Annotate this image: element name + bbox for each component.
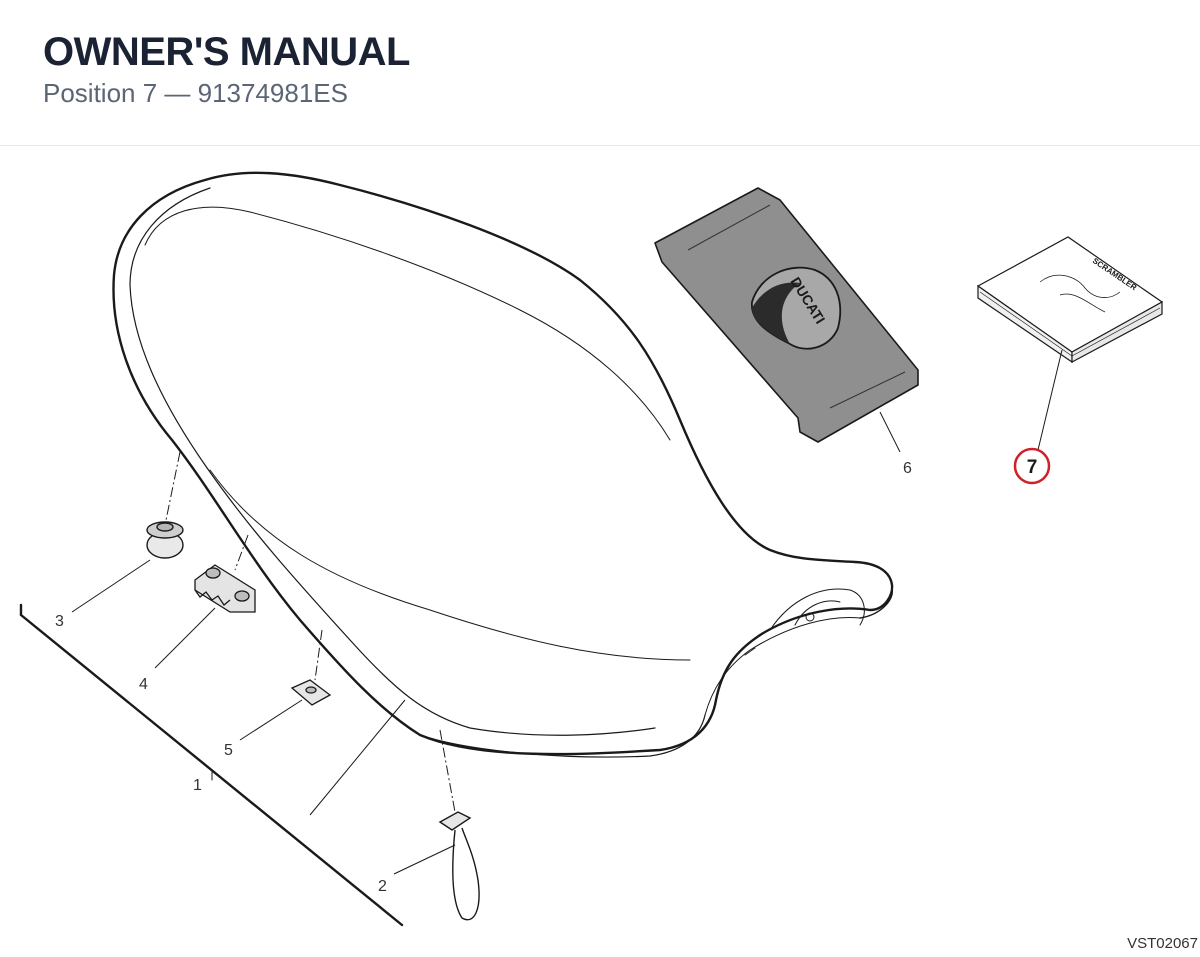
callout-3: 3 — [55, 613, 64, 630]
callout-4: 4 — [139, 676, 148, 693]
part-2-cable — [438, 811, 480, 921]
part-4-bracket — [194, 564, 256, 613]
callout-6: 6 — [903, 460, 912, 477]
page-subtitle: Position 7 — 91374981ES — [43, 78, 348, 108]
part-7-owners-manual: SCRAMBLER — [976, 236, 1164, 364]
seat-drawing — [112, 171, 894, 758]
assembly-axis-lines — [164, 451, 456, 813]
part-5-clip — [290, 679, 332, 706]
ducati-shield-icon: DUCATI — [751, 266, 842, 350]
callout-7-highlight: 7 — [1013, 447, 1051, 485]
highlight-ring — [1013, 447, 1051, 485]
callout-1: 1 — [193, 777, 202, 794]
part-3-grommet — [146, 521, 184, 559]
callout-2: 2 — [378, 878, 387, 895]
item-1-bracket-line — [19, 603, 404, 927]
callout-labels: 1 2 3 4 5 6 7 — [55, 447, 1051, 895]
part-6-seat-cover: DUCATI — [654, 187, 919, 443]
drawing-code: VST02067 — [1127, 935, 1198, 952]
header: OWNER'S MANUAL Position 7 — 91374981ES — [0, 0, 1200, 146]
callout-7: 7 — [1027, 457, 1038, 478]
page-title: OWNER'S MANUAL — [43, 30, 410, 74]
leader-lines — [71, 349, 1063, 875]
callout-5: 5 — [224, 742, 233, 759]
